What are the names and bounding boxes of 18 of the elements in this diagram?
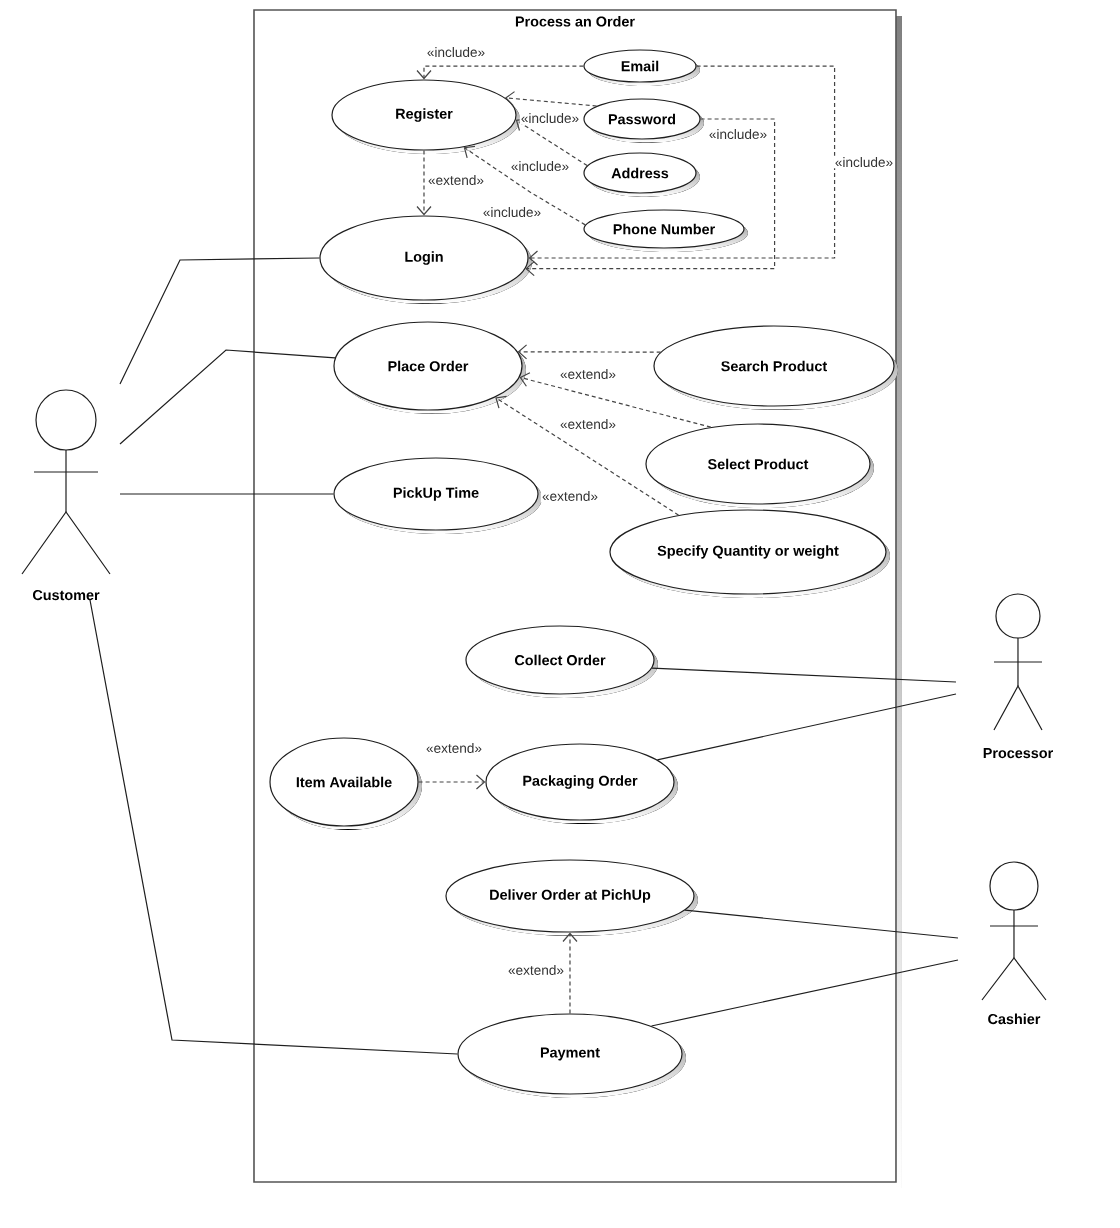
association-line: [650, 959, 959, 1027]
dashed-arrow: [515, 118, 588, 167]
association-line: [89, 599, 458, 1055]
dashed-arrow: [416, 150, 432, 216]
association-line: [119, 349, 336, 445]
association-line: [651, 667, 957, 683]
dashed-arrow: [463, 145, 586, 226]
dashed-arrow: [517, 344, 662, 360]
dashed-arrow: [525, 118, 776, 277]
association-line: [119, 493, 334, 495]
dashed-arrow: [418, 774, 486, 790]
dashed-arrow: [528, 65, 836, 266]
dashed-arrow: [562, 932, 578, 1014]
association-line: [656, 693, 957, 761]
association-line: [684, 909, 959, 939]
dashed-arrow: [505, 91, 598, 107]
association-line: [119, 257, 320, 385]
dashed-arrow: [416, 65, 584, 80]
